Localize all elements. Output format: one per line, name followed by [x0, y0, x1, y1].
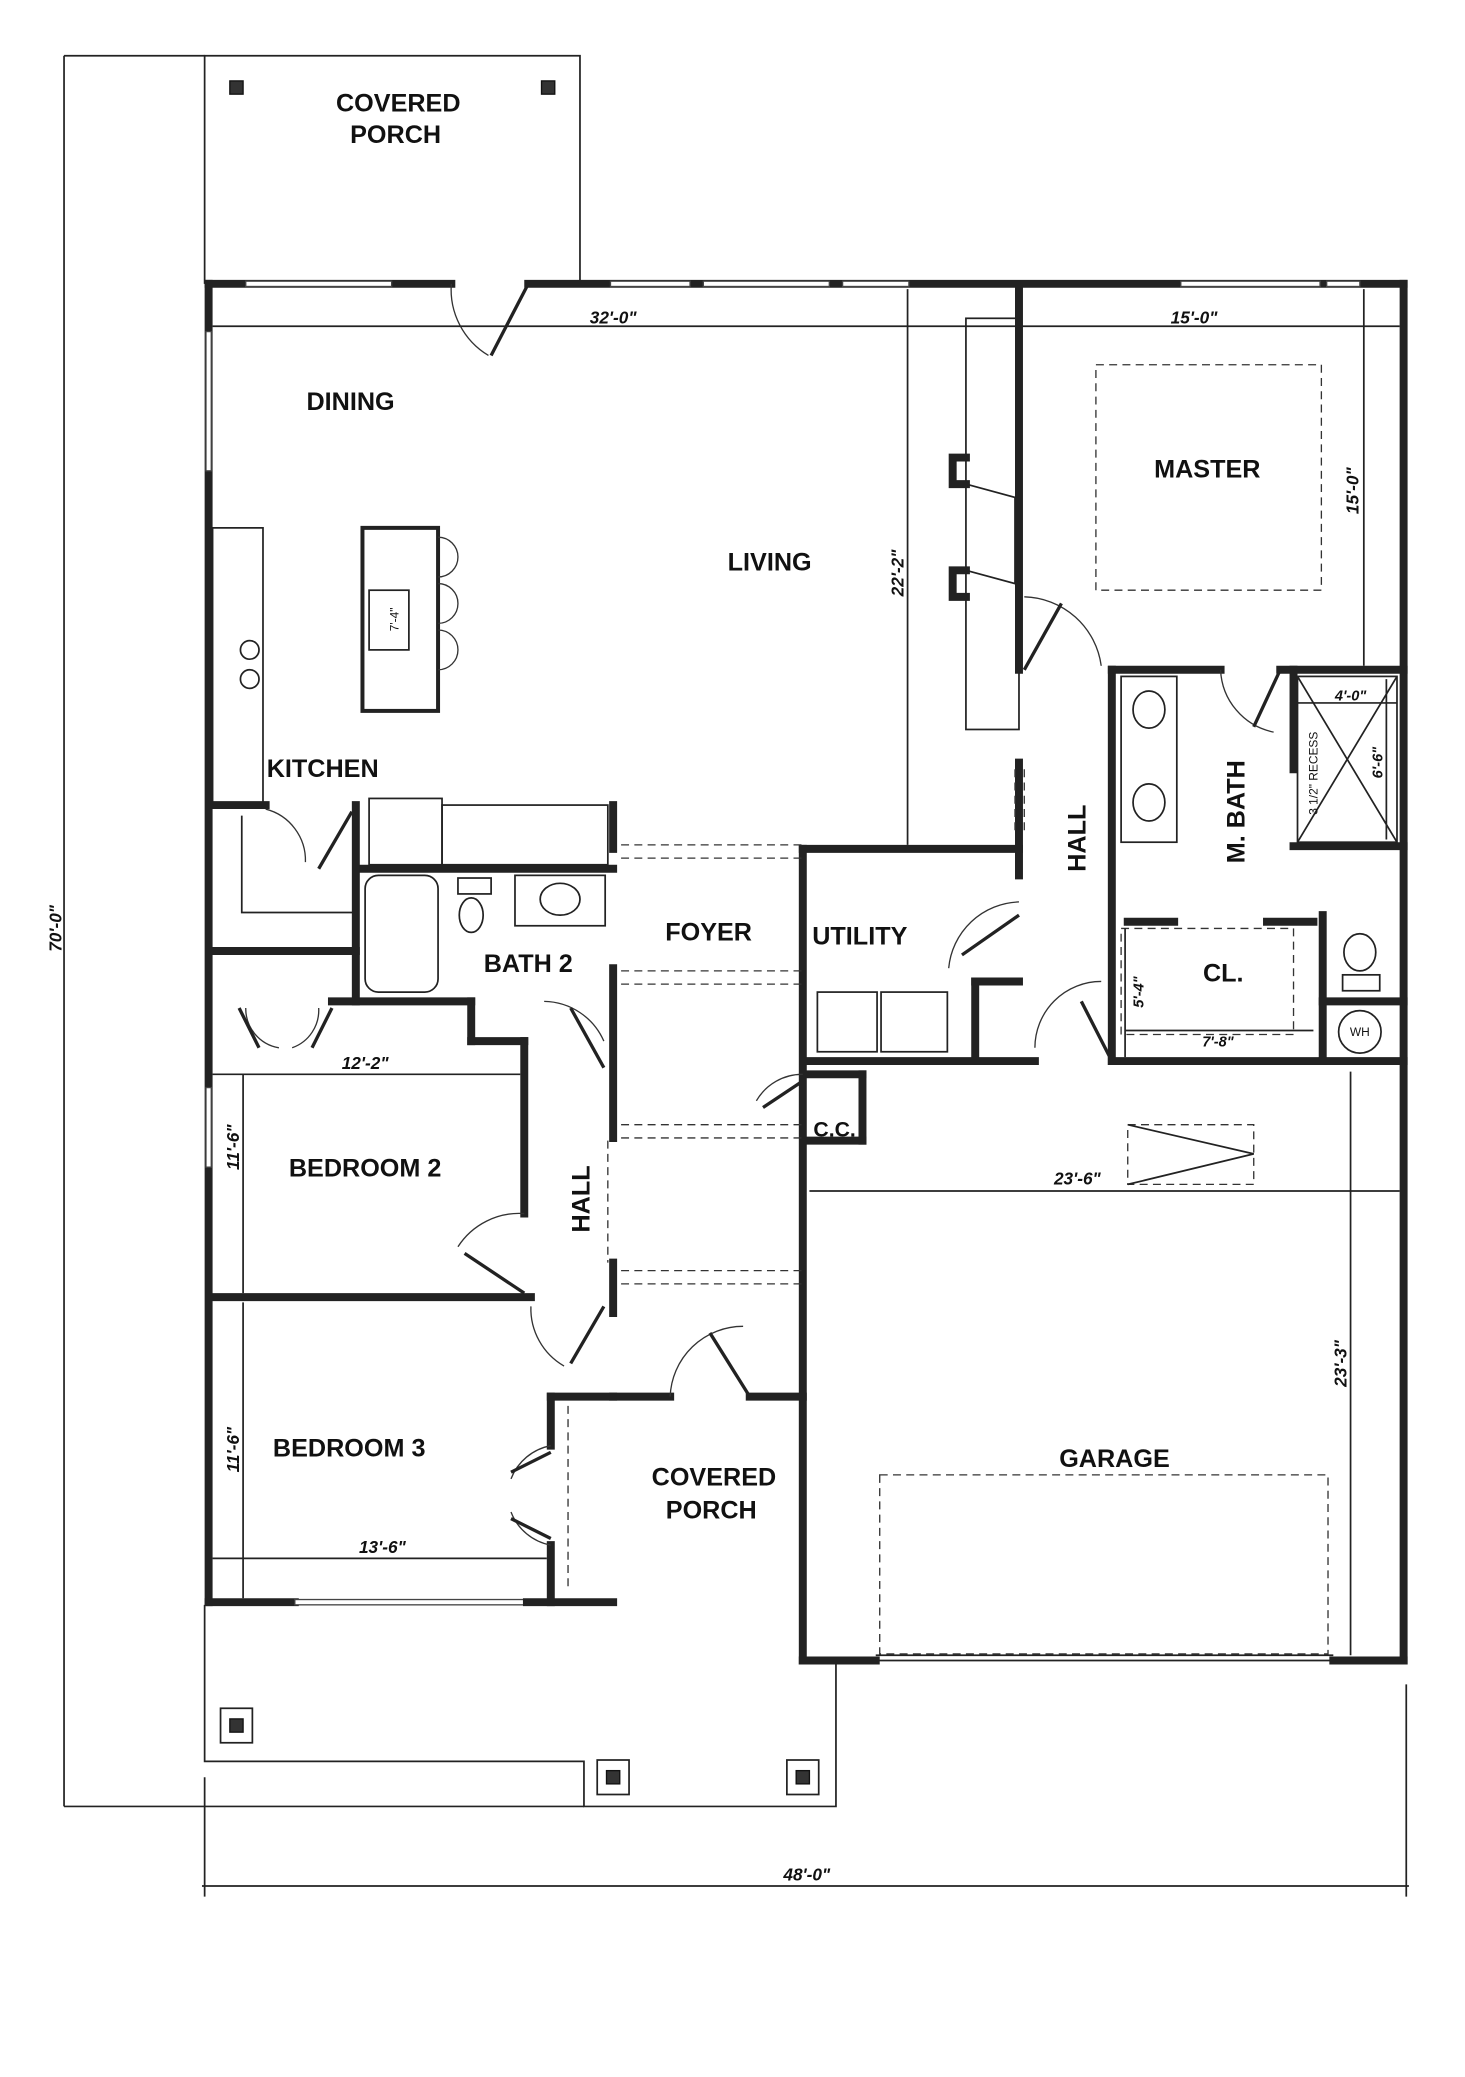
cooktop-burner-icon: [239, 668, 260, 690]
dim-garage-depth: 23'-3": [1331, 1339, 1351, 1388]
rear-porch: COVERED PORCH: [203, 54, 581, 284]
room-label-dining: DINING: [306, 388, 394, 416]
cooktop-burner-icon: [239, 639, 260, 661]
dim-island: 7'-4": [387, 608, 401, 632]
dim-master-depth: 15'-0": [1343, 467, 1363, 515]
exterior-walls: [204, 279, 1408, 1665]
porch-post: [540, 80, 556, 95]
room-label-bedroom2: BEDROOM 2: [289, 1154, 442, 1182]
bathtub: [364, 874, 439, 993]
dim-shower-depth: 6'-6": [1370, 746, 1386, 779]
room-label-kitchen: KITCHEN: [267, 755, 379, 783]
room-label-bedroom3: BEDROOM 3: [273, 1434, 426, 1462]
dim-great-room-width: 32'-0": [590, 308, 638, 328]
dim-living-depth: 22'-2": [888, 549, 908, 598]
room-label-rear-porch: COVERED: [336, 89, 461, 117]
room-label-hall-west: HALL: [567, 1165, 595, 1232]
room-label-bath2: BATH 2: [484, 950, 573, 978]
washer: [816, 991, 878, 1053]
dim-master-width: 15'-0": [1171, 308, 1219, 328]
toilet-icon: [458, 897, 485, 934]
fixtures: 7'-4" WH: [211, 525, 1398, 1054]
room-label-rear-porch: PORCH: [350, 121, 441, 149]
dim-overall-depth: 70'-0": [45, 904, 65, 952]
dryer: [880, 991, 949, 1053]
dim-garage-width: 23'-6": [1053, 1168, 1102, 1188]
room-label-closet: CL.: [1203, 959, 1244, 987]
kitchen-island: [360, 525, 441, 713]
sink-icon: [539, 882, 581, 917]
room-label-foyer: FOYER: [665, 918, 752, 946]
dim-closet-width: 7'-8": [1202, 1034, 1235, 1050]
dashed-lines: [567, 364, 1329, 1655]
room-label-front-porch: COVERED: [652, 1463, 777, 1491]
room-label-m-bath: M. BATH: [1222, 760, 1250, 863]
room-label-coat-closet: C.C.: [813, 1119, 855, 1142]
room-label-hall-east: HALL: [1063, 805, 1091, 872]
refrigerator: [368, 797, 443, 866]
interior-walls: [208, 285, 1408, 1607]
room-label-master: MASTER: [1154, 455, 1260, 483]
water-heater-label: WH: [1350, 1025, 1370, 1039]
dim-overall-width: 48'-0": [782, 1865, 831, 1885]
room-label-utility: UTILITY: [812, 922, 907, 950]
dim-closet-depth: 5'-4": [1132, 975, 1148, 1008]
island-sink: [368, 589, 410, 651]
overall-dimensions: 70'-0" 48'-0": [45, 54, 1409, 1897]
dim-bedroom3-width: 13'-6": [359, 1537, 407, 1557]
kitchen-counter: [211, 527, 264, 808]
front-porch: [203, 1604, 837, 1808]
water-heater: [1337, 1009, 1382, 1054]
sink-icon: [1132, 782, 1166, 822]
dim-shower-width: 4'-0": [1334, 688, 1368, 704]
room-label-living: LIVING: [728, 548, 812, 576]
vanity: [514, 874, 607, 927]
toilet-icon: [1343, 932, 1377, 972]
dim-shower-recess: 3 1/2" RECESS: [1306, 732, 1320, 815]
room-labels: DINING LIVING MASTER KITCHEN BATH 2 FOYE…: [267, 388, 1261, 1525]
sink-icon: [1132, 690, 1166, 730]
shower: [1296, 675, 1398, 844]
dim-bedroom3-depth: 11'-6": [223, 1426, 243, 1472]
room-label-front-porch: PORCH: [666, 1497, 757, 1525]
room-label-garage: GARAGE: [1059, 1445, 1170, 1473]
doors: [237, 283, 1282, 1546]
dim-bedroom2-depth: 11'-6": [223, 1124, 243, 1170]
room-dimensions: 32'-0" 15'-0" 15'-0" 22'-2" 4'-0" 6'-6" …: [212, 289, 1400, 1656]
dim-bedroom2-width: 12'-2": [342, 1053, 390, 1073]
porch-post: [229, 80, 244, 95]
